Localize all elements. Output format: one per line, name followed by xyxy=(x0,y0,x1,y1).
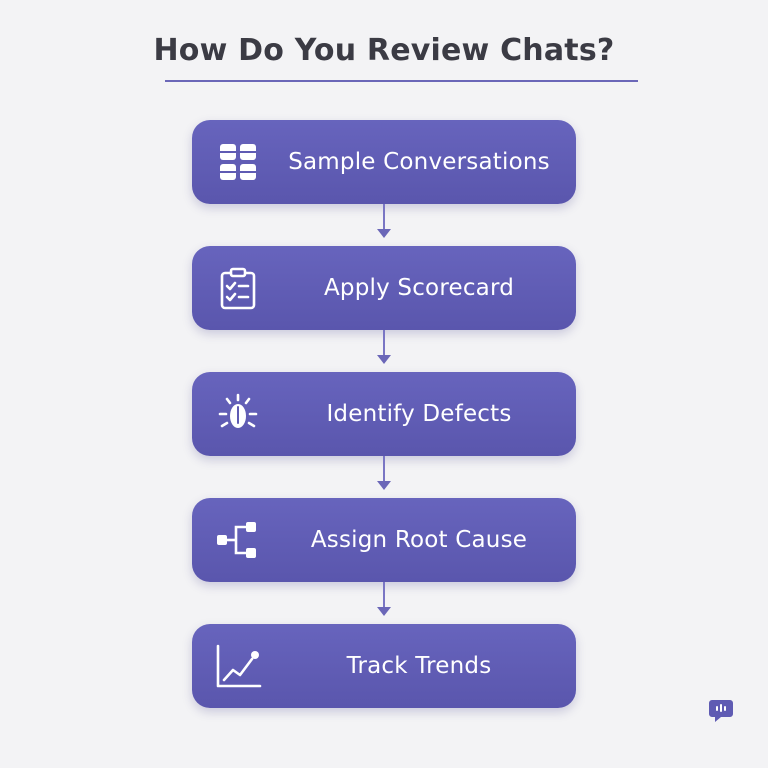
connector-line xyxy=(383,582,385,608)
step-label: Apply Scorecard xyxy=(323,275,515,301)
connector-line xyxy=(383,330,385,356)
step-assign-root-cause: Assign Root Cause xyxy=(192,498,576,582)
arrow-down-icon xyxy=(377,607,391,616)
step-label: Identify Defects xyxy=(326,401,512,427)
page-title: How Do You Review Chats? xyxy=(153,33,615,68)
step-label: Assign Root Cause xyxy=(310,527,528,553)
step-apply-scorecard: Apply Scorecard xyxy=(192,246,576,330)
clipboard-checklist-icon xyxy=(214,264,262,312)
hierarchy-tree-icon xyxy=(214,516,262,564)
title-underline xyxy=(165,80,638,82)
bug-icon xyxy=(214,390,262,438)
line-chart-icon xyxy=(214,642,262,690)
arrow-down-icon xyxy=(377,229,391,238)
step-label: Track Trends xyxy=(346,653,492,679)
step-identify-defects: Identify Defects xyxy=(192,372,576,456)
connector-line xyxy=(383,204,385,230)
grid-icon xyxy=(214,138,262,186)
step-label: Sample Conversations xyxy=(288,149,550,175)
step-sample-conversations: Sample Conversations xyxy=(192,120,576,204)
connector-line xyxy=(383,456,385,482)
step-track-trends: Track Trends xyxy=(192,624,576,708)
arrow-down-icon xyxy=(377,481,391,490)
arrow-down-icon xyxy=(377,355,391,364)
chat-bubble-icon xyxy=(708,697,734,723)
